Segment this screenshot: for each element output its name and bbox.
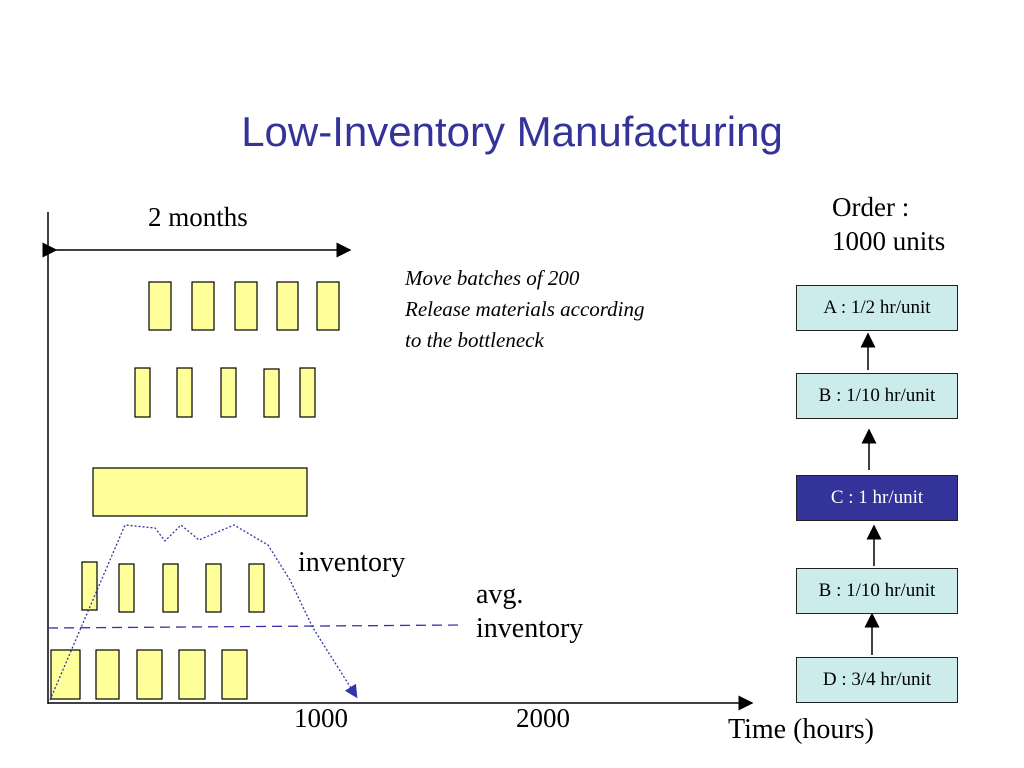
process-label: C : 1 hr/unit (830, 487, 924, 508)
batch-bar (162, 563, 179, 613)
page-title: Low-Inventory Manufacturing (241, 108, 783, 155)
batch-bar (136, 649, 163, 700)
batch-bar (178, 649, 206, 700)
batch-bar (95, 649, 120, 700)
x-axis-label: Time (hours) (728, 714, 874, 745)
order-line-1: Order : (832, 192, 910, 222)
span-label: 2 months (148, 202, 248, 232)
batch-bar (205, 563, 222, 613)
process-box-b2: B : 1/10 hr/unit (796, 568, 958, 614)
batch-bar (50, 649, 81, 700)
process-label: D : 3/4 hr/unit (822, 669, 932, 690)
note-line: to the bottleneck (405, 328, 544, 352)
batch-row-a (148, 281, 340, 331)
batch-bar (220, 367, 237, 418)
avg-inventory-label: avg. inventory (476, 578, 583, 646)
process-label: B : 1/10 hr/unit (818, 580, 936, 601)
x-tick-label: 2000 (516, 703, 570, 733)
batch-row-d (50, 649, 248, 700)
x-tick-label: 1000 (294, 703, 348, 733)
avg-inventory-line-1: avg. (476, 579, 524, 610)
batch-bar-bottleneck (92, 467, 308, 517)
batch-bar (248, 563, 265, 613)
process-box-c-bottleneck: C : 1 hr/unit (796, 475, 958, 521)
avg-inventory-line-2: inventory (476, 613, 584, 644)
batch-bar (299, 367, 316, 418)
batch-row-b (134, 367, 316, 418)
batch-bar (221, 649, 248, 700)
batch-bar (134, 367, 151, 418)
process-box-a: A : 1/2 hr/unit (796, 285, 958, 331)
inventory-label: inventory (298, 547, 406, 578)
process-label: B : 1/10 hr/unit (818, 385, 936, 406)
avg-inventory-line (47, 624, 461, 629)
batch-bar (148, 281, 172, 331)
batch-bar (263, 368, 280, 418)
batch-bar (191, 281, 215, 331)
process-box-d: D : 3/4 hr/unit (796, 657, 958, 703)
note-line: Move batches of 200 (405, 266, 580, 290)
note-line: Release materials according (405, 297, 645, 321)
batch-bar (118, 563, 135, 613)
batch-bar (234, 281, 258, 331)
process-label: A : 1/2 hr/unit (823, 297, 931, 318)
order-line-2: 1000 units (832, 226, 946, 256)
batch-bar (176, 367, 193, 418)
order-label: Order : 1000 units (832, 190, 945, 258)
batch-bar (276, 281, 299, 331)
batch-row-b2 (81, 561, 265, 613)
batch-bar (81, 561, 98, 611)
batch-bar (316, 281, 340, 331)
batch-note: Move batches of 200 Release materials ac… (405, 263, 725, 356)
process-arrows (860, 332, 882, 655)
process-box-b: B : 1/10 hr/unit (796, 373, 958, 419)
